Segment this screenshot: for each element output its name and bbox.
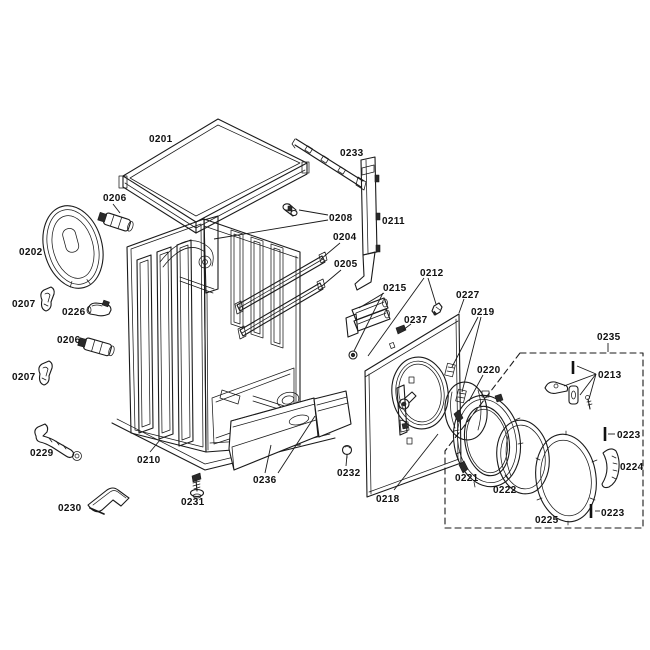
part-0224-handle [601, 448, 620, 489]
part-label-0206a: 0206 [103, 193, 127, 204]
part-label-0222: 0222 [493, 485, 517, 496]
part-0237-clip [395, 324, 407, 335]
part-label-0226: 0226 [62, 307, 86, 318]
leader-line-0215-1 [353, 292, 384, 352]
leader-line-0213-1 [563, 373, 597, 387]
part-label-0225: 0225 [535, 515, 559, 526]
part-0207-bracket-top [40, 286, 55, 312]
leader-line-0213-3 [588, 373, 597, 400]
leader-line-0205-0 [321, 269, 342, 287]
part-label-0233: 0233 [340, 148, 364, 159]
part-label-0213: 0213 [598, 370, 622, 381]
part-0212-clip [431, 302, 443, 316]
part-0226-elbow [86, 299, 112, 317]
leader-line-0204-0 [320, 242, 341, 260]
part-0215-hinge [345, 297, 391, 360]
part-0236-plinth [228, 390, 352, 471]
leader-line-0212-0 [427, 277, 437, 305]
leader-line-0219-1 [461, 316, 482, 393]
part-0206-valve-bottom [77, 337, 115, 357]
leader-line-0208-1 [213, 219, 329, 240]
part-label-0236: 0236 [253, 475, 277, 486]
labels-layer: 0201 0206 0202 0207 0226 0206 0207 0229 0230 0210… [12, 134, 644, 526]
leader-line-0210-0 [149, 439, 161, 453]
part-0211-bracket [354, 156, 381, 291]
part-label-0201: 0201 [149, 134, 173, 145]
leader-line-0220-0 [468, 374, 484, 402]
part-0205-brace [237, 278, 326, 340]
part-0201-top-panel [118, 118, 310, 234]
part-label-0208: 0208 [329, 213, 353, 224]
leader-line-0219-0 [451, 316, 479, 368]
part-0218-front-panel [364, 313, 467, 498]
part-label-0232: 0232 [337, 468, 361, 479]
part-0233-rail [291, 138, 367, 191]
part-label-0207b: 0207 [12, 372, 36, 383]
part-label-0207a: 0207 [12, 299, 36, 310]
part-0230-clamp [87, 487, 130, 515]
part-label-0204: 0204 [333, 232, 357, 243]
leader-line-0212-1 [367, 277, 425, 357]
part-0221-door-frame [452, 390, 524, 488]
part-label-0205: 0205 [334, 259, 358, 270]
part-0208-clip [282, 203, 298, 217]
part-0231-foot [189, 472, 205, 499]
part-label-0212: 0212 [420, 268, 444, 279]
part-label-0223a: 0223 [617, 430, 641, 441]
part-0213-lock-parts [544, 361, 593, 410]
leader-line-0237-0 [402, 323, 412, 331]
leader-line-0213-0 [576, 365, 597, 375]
part-0204-brace [234, 251, 328, 315]
part-label-0237: 0237 [404, 315, 428, 326]
part-label-0223b: 0223 [601, 508, 625, 519]
part-label-0227: 0227 [456, 290, 480, 301]
part-label-0211: 0211 [382, 216, 405, 227]
part-label-0210: 0210 [137, 455, 161, 466]
leader-line-0208-0 [298, 209, 329, 216]
leader-line-0236-0 [264, 444, 272, 474]
part-label-0220: 0220 [477, 365, 501, 376]
part-label-0221: 0221 [455, 473, 479, 484]
part-label-0202: 0202 [19, 247, 43, 258]
leader-line-0206a-0 [112, 203, 121, 214]
leader-line-0218-0 [393, 433, 439, 491]
part-0207-bracket-bottom [38, 360, 53, 386]
part-label-0224: 0224 [620, 462, 644, 473]
leader-line-0232-0 [345, 454, 348, 467]
part-label-0231: 0231 [181, 497, 205, 508]
part-0206-valve-top [97, 212, 134, 232]
leader-line-0215-0 [358, 292, 385, 309]
part-label-0235: 0235 [597, 332, 621, 343]
part-0225-ring [535, 430, 598, 526]
part-label-0206b: 0206 [57, 335, 81, 346]
leader-line-0236-1 [277, 415, 316, 474]
part-label-0215: 0215 [383, 283, 407, 294]
part-label-0229: 0229 [30, 448, 54, 459]
part-label-0218: 0218 [376, 494, 400, 505]
part-label-0230: 0230 [58, 503, 82, 514]
leader-line-0213-2 [579, 373, 597, 396]
part-0202-gasket [42, 205, 104, 289]
part-label-0219: 0219 [471, 307, 495, 318]
leader-line-0227-0 [458, 298, 465, 314]
part-0229-wrench [34, 423, 82, 461]
